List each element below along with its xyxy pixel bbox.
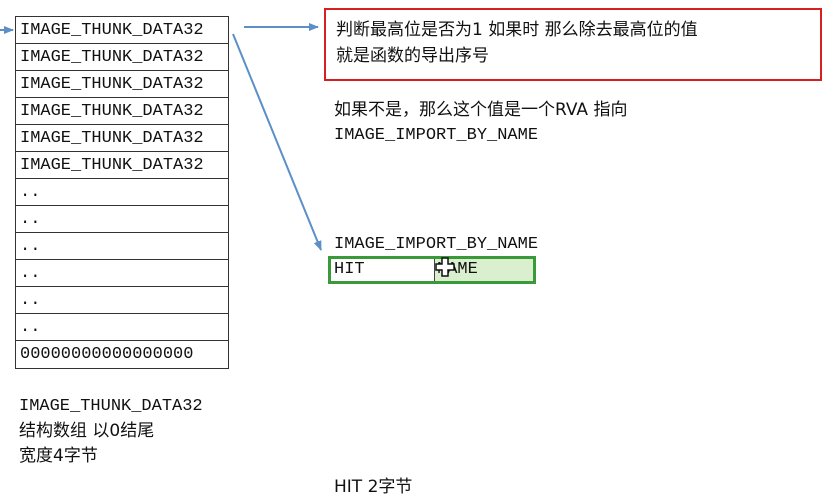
thunk-data-table: IMAGE_THUNK_DATA32 IMAGE_THUNK_DATA32 IM…	[15, 16, 229, 369]
thunk-row: ..	[16, 233, 228, 260]
thunk-row: ..	[16, 206, 228, 233]
rva-note-line: IMAGE_IMPORT_BY_NAME	[334, 126, 539, 145]
thunk-caption: IMAGE_THUNK_DATA32 结构数组 以0结尾 宽度4字节	[19, 394, 203, 469]
import-by-name-table: HIT NAME	[328, 256, 536, 284]
thunk-terminator-row: 00000000000000000	[20, 345, 194, 364]
thunk-row: ..	[16, 314, 228, 341]
thunk-row: ..	[16, 287, 228, 314]
thunk-caption-line: IMAGE_THUNK_DATA32	[19, 397, 203, 416]
thunk-row: IMAGE_THUNK_DATA32	[16, 125, 228, 152]
thunk-row: ..	[16, 179, 228, 206]
arrow-to-import-by-name	[232, 33, 322, 251]
thunk-caption-line: 宽度4字节	[19, 446, 98, 466]
thunk-row: IMAGE_THUNK_DATA32	[16, 44, 228, 71]
import-by-name-title: IMAGE_IMPORT_BY_NAME	[334, 235, 539, 254]
ordinal-note-box: 判断最高位是否为1 如果时 那么除去最高位的值 就是函数的导出序号	[324, 8, 822, 81]
cross-cursor-icon	[435, 257, 455, 277]
rva-note: 如果不是，那么这个值是一个RVA 指向 IMAGE_IMPORT_BY_NAME	[334, 98, 627, 148]
thunk-row: IMAGE_THUNK_DATA32	[16, 152, 228, 179]
thunk-row: IMAGE_THUNK_DATA32	[16, 71, 228, 98]
thunk-row: IMAGE_THUNK_DATA32	[16, 98, 228, 125]
note-line: 就是函数的导出序号	[336, 46, 489, 66]
thunk-row: IMAGE_THUNK_DATA32	[16, 17, 228, 44]
hit-cell: HIT	[331, 259, 435, 281]
thunk-caption-line: 结构数组 以0结尾	[19, 421, 155, 441]
hit-size-caption: HIT 2字节	[334, 477, 413, 497]
thunk-row: ..	[16, 260, 228, 287]
note-line: 判断最高位是否为1 如果时 那么除去最高位的值	[336, 20, 698, 40]
rva-note-line: 如果不是，那么这个值是一个RVA 指向	[334, 100, 628, 120]
